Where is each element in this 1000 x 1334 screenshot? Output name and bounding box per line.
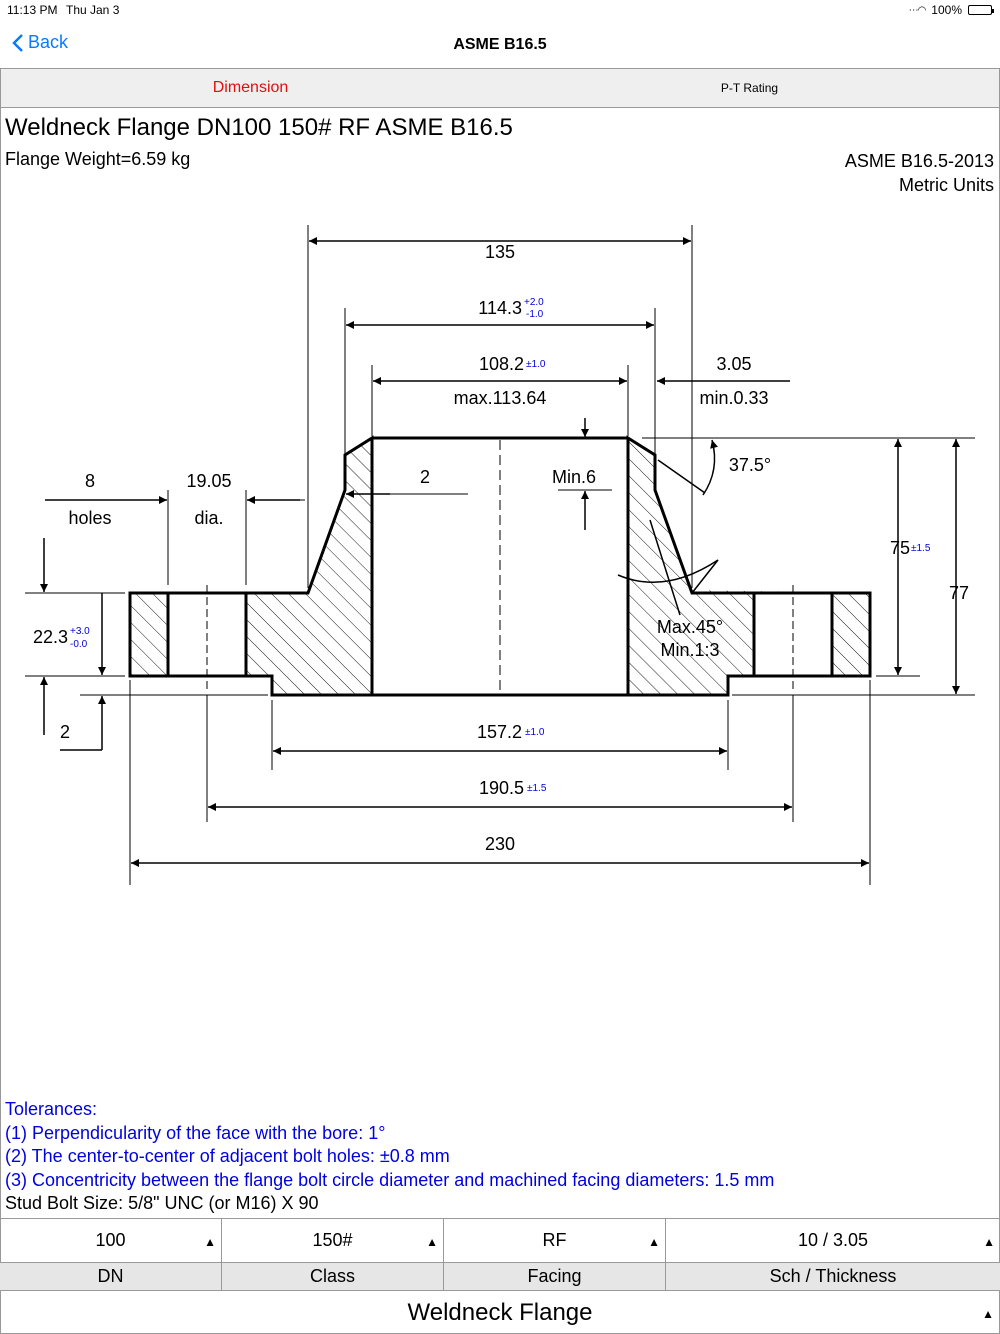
stud-bolt-size: Stud Bolt Size: 5/8" UNC (or M16) X 90 [5,1193,319,1213]
class-value: 150# [312,1230,353,1250]
dim-length: 75 [890,538,910,558]
status-date: Thu Jan 3 [66,3,120,17]
selector-labels: DN Class Facing Sch / Thickness [0,1262,1000,1290]
left-section [128,435,374,697]
dim-raised-face: 157.2 [477,722,522,742]
flange-drawing: 135 114.3 +2.0 -1.0 108.2 ±1.0 max.113.6… [25,225,975,885]
status-bar: 11:13 PM Thu Jan 3 ⋯◠ 100% [0,0,1000,22]
back-button[interactable]: Back [12,32,68,53]
flange-type-selector[interactable]: Weldneck Flange ▲ [0,1290,1000,1334]
tolerance-item: (3) Concentricity between the flange bol… [5,1169,775,1190]
dim-raised-face-tol: ±1.0 [525,727,545,738]
page-title: ASME B16.5 [453,36,547,53]
dim-bevel-angle: 37.5° [729,455,771,475]
dim-land: 2 [420,467,430,487]
dim-hole-dia-label: dia. [194,508,223,528]
dim-hub-base-tol-plus: +2.0 [524,297,544,308]
dim-min6: Min.6 [552,467,596,487]
triangle-up-icon: ▲ [426,1235,438,1249]
dim-bolt-circle: 190.5 [479,778,524,798]
dim-hub-base-tol-minus: -1.0 [526,309,544,320]
tolerances-heading: Tolerances: [5,1099,98,1119]
units-label: Metric Units [898,175,994,195]
class-selector[interactable]: 150# ▲ [222,1219,444,1262]
flange-weight: Flange Weight=6.59 kg [5,149,191,169]
tolerances: Tolerances: (1) Perpendicularity of the … [5,1098,774,1192]
selector-row: 100 ▲ 150# ▲ RF ▲ 10 / 3.05 ▲ [0,1218,1000,1262]
dim-hole-dia: 19.05 [186,471,231,491]
dim-taper-angle: Max.45° [657,617,723,637]
dimension-arrows [40,237,960,867]
schedule-label: Sch / Thickness [769,1266,897,1286]
schedule-value: 10 / 3.05 [797,1230,869,1250]
tab-pt-rating[interactable]: P-T Rating [720,81,779,95]
dim-thickness-tol-plus: +3.0 [70,626,90,637]
dn-label: DN [0,1263,222,1290]
dim-hub-base: 114.3 [478,298,522,318]
battery-icon [968,5,994,15]
flange-type-value: Weldneck Flange [407,1298,593,1326]
dim-bolt-circle-tol: ±1.5 [527,783,547,794]
tab-dimension[interactable]: Dimension [212,79,289,96]
class-label: Class [222,1263,444,1290]
navigation-bar: Back ASME B16.5 [0,22,1000,68]
dim-taper-ratio: Min.1:3 [660,640,719,660]
chevron-left-icon [12,33,23,52]
dim-wall-min: min.0.33 [699,388,768,408]
flange-title: Weldneck Flange DN100 150# RF ASME B16.5 [5,114,513,141]
facing-selector[interactable]: RF ▲ [444,1219,666,1262]
dim-holes-label: holes [68,508,111,528]
dn-selector[interactable]: 100 ▲ [0,1219,222,1262]
tab-bar: Dimension P-T Rating [1,69,999,108]
triangle-up-icon: ▲ [648,1235,660,1249]
dim-bore-tol: ±1.0 [526,359,546,370]
dim-hub-od: 135 [485,242,515,262]
dimension-labels: 135 114.3 +2.0 -1.0 108.2 ±1.0 max.113.6… [33,242,969,854]
triangle-up-icon: ▲ [982,1307,994,1321]
standard-name: ASME B16.5-2013 [844,151,994,171]
facing-value: RF [542,1230,567,1250]
schedule-selector[interactable]: 10 / 3.05 ▲ [666,1219,1000,1262]
dim-flange-od: 230 [485,834,515,854]
wifi-icon: ⋯◠ [908,4,927,16]
tolerance-item: (2) The center-to-center of adjacent bol… [5,1146,450,1166]
dim-length-total: 77 [949,583,969,603]
dim-rf-height: 2 [60,722,70,742]
triangle-up-icon: ▲ [204,1235,216,1249]
triangle-up-icon: ▲ [983,1235,995,1249]
dim-bore-max: max.113.64 [454,388,547,408]
battery-percent: 100% [931,3,962,17]
dim-thickness: 22.3 [33,627,68,647]
back-label: Back [28,32,69,52]
tolerance-item: (1) Perpendicularity of the face with th… [5,1122,386,1143]
dim-length-tol: ±1.5 [911,543,931,554]
dim-holes-count: 8 [85,471,95,491]
status-right: ⋯◠ 100% [908,3,994,17]
dim-wall: 3.05 [716,354,751,374]
standard-info: ASME B16.5-2013 Metric Units [845,149,994,197]
dim-bore: 108.2 [479,354,524,374]
facing-label: Facing [444,1263,666,1290]
dn-value: 100 [95,1230,126,1250]
status-time: 11:13 PM [7,3,58,17]
dim-thickness-tol-minus: -0.0 [70,639,88,650]
